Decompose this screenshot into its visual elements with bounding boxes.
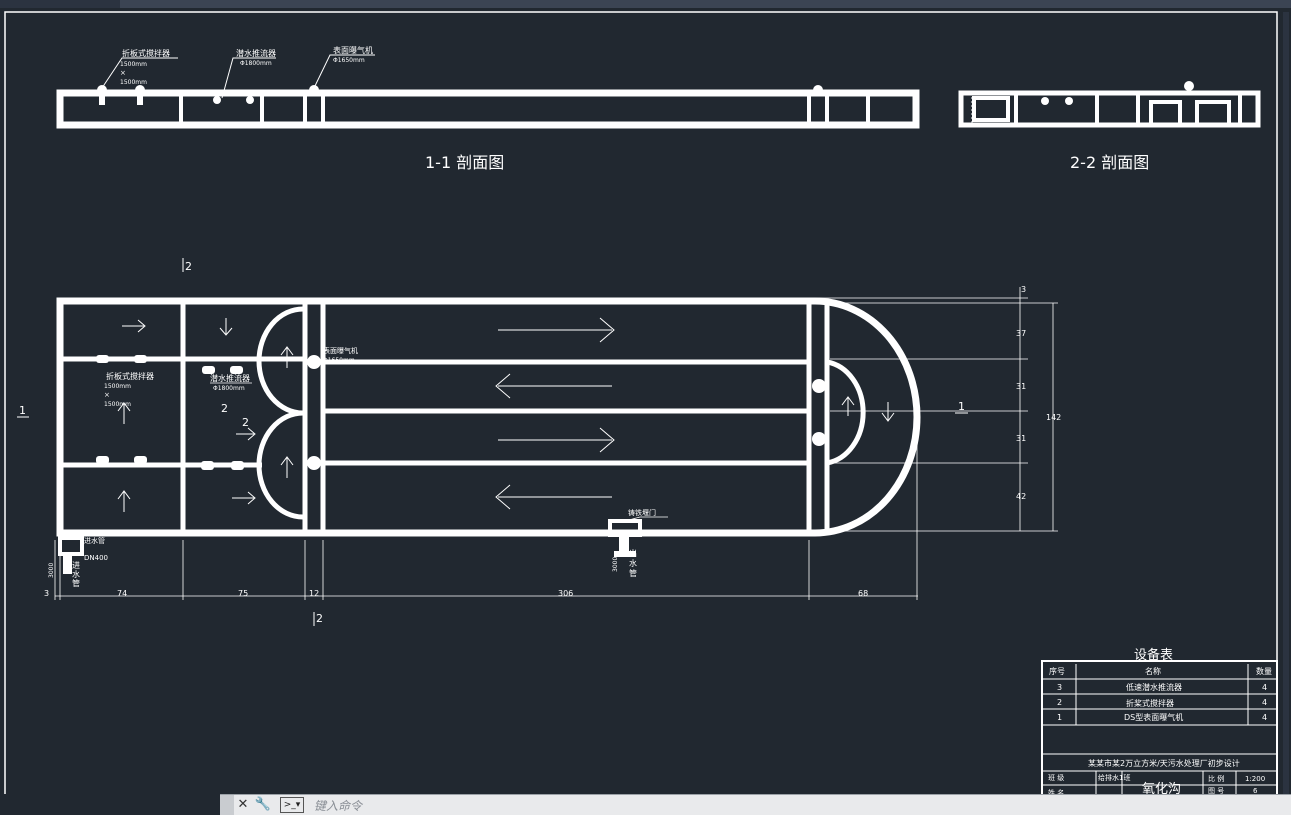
section-mixer-size2: 1500mm [120, 79, 147, 86]
title-block-sheet-label: 图 号 [1208, 787, 1224, 794]
mark-2-top: 2 [185, 260, 192, 273]
section-2-2 [958, 81, 1261, 128]
dim-b2: 75 [238, 589, 248, 598]
dimension-bottom-text: 3 74 75 12 306 68 [44, 589, 868, 598]
inlet-vert-dim: 3000 [48, 563, 55, 578]
dim-b5: 68 [858, 589, 868, 598]
plan-mixer-label: 折板式搅拌器 [106, 371, 154, 381]
section-propeller-dia: Φ1800mm [240, 60, 272, 67]
outlet-vert-dim: 3000 [612, 557, 619, 572]
dim-r0: 3 [1021, 285, 1026, 294]
table-row-1-name: 折桨式搅拌器 [1126, 698, 1174, 708]
cad-drawing-canvas[interactable]: 折板式搅拌器 1500mm × 1500mm 潜水推流器 Φ1800mm 表面曝… [0, 0, 1291, 794]
dim-r2: 31 [1016, 382, 1026, 391]
mark-1-left: 1 [19, 404, 26, 417]
dim-r3: 31 [1016, 434, 1026, 443]
table-header-name: 名称 [1145, 666, 1161, 676]
table-row-0-no: 3 [1057, 683, 1062, 692]
inlet-char-0: 进 [72, 561, 80, 570]
dim-b3: 12 [309, 589, 319, 598]
title-block-scale-value: 1:200 [1245, 775, 1265, 783]
inlet-char-2: 管 [72, 578, 80, 588]
table-row-2-qty: 4 [1262, 713, 1267, 722]
wrench-icon[interactable]: 🔧 [254, 797, 272, 812]
table-header-no: 序号 [1049, 666, 1065, 676]
equipment-table: 设备表 序号 名称 数量 3 低速潜水推流器 4 2 折桨式搅拌器 4 [1041, 647, 1278, 794]
title-block-drawing-name: 氧化沟 [1142, 782, 1181, 794]
mark-1-right: 1 [958, 400, 965, 413]
mark-2-inner-b: 2 [242, 416, 249, 429]
plan-labels: 表面曝气机 Φ1650mm 折板式搅拌器 1500mm × 1500mm 潜水推… [104, 346, 358, 408]
mixer-symbol [97, 85, 823, 105]
dim-r4: 42 [1016, 492, 1026, 501]
inlet-dn: DN400 [84, 554, 108, 562]
mark-2-inner-a: 2 [221, 402, 228, 415]
section-aerator-dia: Φ1650mm [333, 57, 365, 64]
document-tab[interactable] [0, 0, 120, 8]
section-mixer-x: × [120, 69, 126, 77]
section-1-1: 折板式搅拌器 1500mm × 1500mm 潜水推流器 Φ1800mm 表面曝… [56, 45, 920, 129]
plan-propeller-dia: Φ1800mm [213, 385, 245, 392]
vertical-scrollbar[interactable] [1283, 12, 1289, 794]
section-aerator-label: 表面曝气机 [333, 45, 373, 55]
outlet-char-1: 水 [629, 558, 637, 568]
plan-aerator-label: 表面曝气机 [323, 346, 358, 355]
outlet-char-2: 管 [629, 568, 637, 578]
title-block-scale-label: 比 例 [1208, 774, 1224, 783]
dim-b1: 74 [117, 589, 127, 598]
table-row-0-name: 低速潜水推流器 [1126, 682, 1182, 692]
close-icon[interactable]: ✕ [237, 797, 249, 812]
table-row-2-no: 1 [1057, 713, 1062, 722]
section-mixer-size1: 1500mm [120, 61, 147, 68]
plan-mixer-size1: 1500mm [104, 383, 131, 390]
section-1-1-title: 1-1 剖面图 [425, 153, 504, 172]
outlet-char-0: 出 [629, 548, 637, 558]
table-row-2-name: DS型表面曝气机 [1124, 712, 1183, 722]
dim-b0: 3 [44, 589, 49, 598]
plan-mixer-size2: 1500mm [104, 401, 131, 408]
inlet-char-1: 水 [72, 569, 80, 579]
dimension-right [815, 287, 1058, 532]
inlet-pipe: 进水管 DN400 3000 进 水 管 [48, 536, 108, 588]
command-input[interactable] [312, 797, 1216, 815]
dim-total: 142 [1046, 413, 1061, 422]
title-block-class-value: 给排水1班 [1098, 773, 1130, 782]
plan-propeller-label: 潜水推流器 [210, 373, 250, 383]
document-tab-strip [0, 0, 1291, 8]
command-line-grip[interactable] [220, 795, 234, 815]
dimension-right-text: 3 37 31 31 42 142 [1016, 285, 1061, 501]
oxidation-ditch-plan [56, 297, 921, 537]
outlet-label: 铸铁堰门 [628, 508, 656, 517]
flow-arrows [117, 317, 895, 512]
title-block-class-label: 班 级 [1048, 773, 1064, 782]
table-row-1-qty: 4 [1262, 698, 1267, 707]
plan-mixer-x: × [104, 391, 110, 399]
section-2-2-title: 2-2 剖面图 [1070, 153, 1149, 172]
table-row-1-no: 2 [1057, 698, 1062, 707]
drawing-frame [4, 11, 1278, 794]
equipment-table-title: 设备表 [1134, 647, 1173, 663]
title-block-project: 某某市某2万立方米/天污水处理厂初步设计 [1088, 758, 1240, 768]
inlet-label: 进水管 [84, 536, 105, 545]
plan-aerator-dia: Φ1650mm [323, 357, 355, 364]
section-propeller-label: 潜水推流器 [236, 48, 276, 58]
section-mixer-label: 折板式搅拌器 [122, 48, 170, 58]
outlet-weir: 铸铁堰门 出 水 管 3000 [608, 508, 668, 578]
command-line-bar: ✕ 🔧 >_▾ [220, 794, 1291, 815]
prompt-icon[interactable]: >_▾ [280, 797, 304, 813]
title-block-name-label: 姓 名 [1048, 788, 1064, 794]
title-block-sheet-value: 6 [1253, 787, 1258, 794]
table-row-0-qty: 4 [1262, 683, 1267, 692]
section-markers: 1 2 1 2 2 2 [17, 258, 968, 626]
dim-r1: 37 [1016, 329, 1026, 338]
dim-b4: 306 [558, 589, 573, 598]
table-header-qty: 数量 [1256, 666, 1272, 676]
plan-equipment [96, 355, 826, 470]
dimension-bottom [54, 420, 918, 600]
mark-2-bottom: 2 [316, 612, 323, 625]
